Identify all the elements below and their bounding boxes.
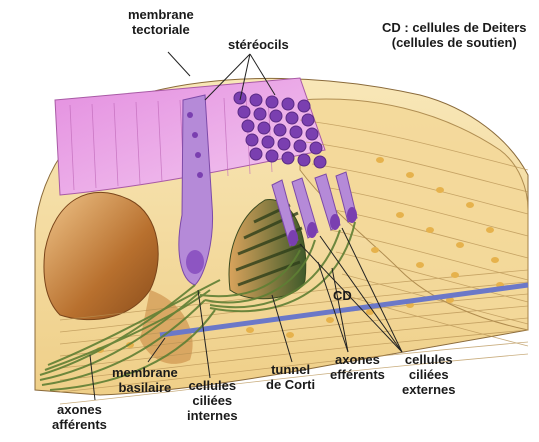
label-axones-afferents: axones afférents [52,402,107,432]
label-tunnel-de-corti: tunnel de Corti [266,362,315,392]
label-stereocils: stéréocils [228,37,289,52]
spiral-limbus [44,192,158,319]
legend-deiters: CD : cellules de Deiters (cellules de so… [382,20,527,50]
label-axones-efferents: axones efférents [330,352,385,382]
label-membrane-tectoriale: membrane tectoriale [128,7,194,37]
label-membrane-basilaire: membrane basilaire [112,365,178,395]
label-cellules-ciliees-externes: cellules ciliées externes [402,352,455,397]
label-cellules-ciliees-internes: cellules ciliées internes [187,378,238,423]
label-cd: CD [333,288,352,303]
